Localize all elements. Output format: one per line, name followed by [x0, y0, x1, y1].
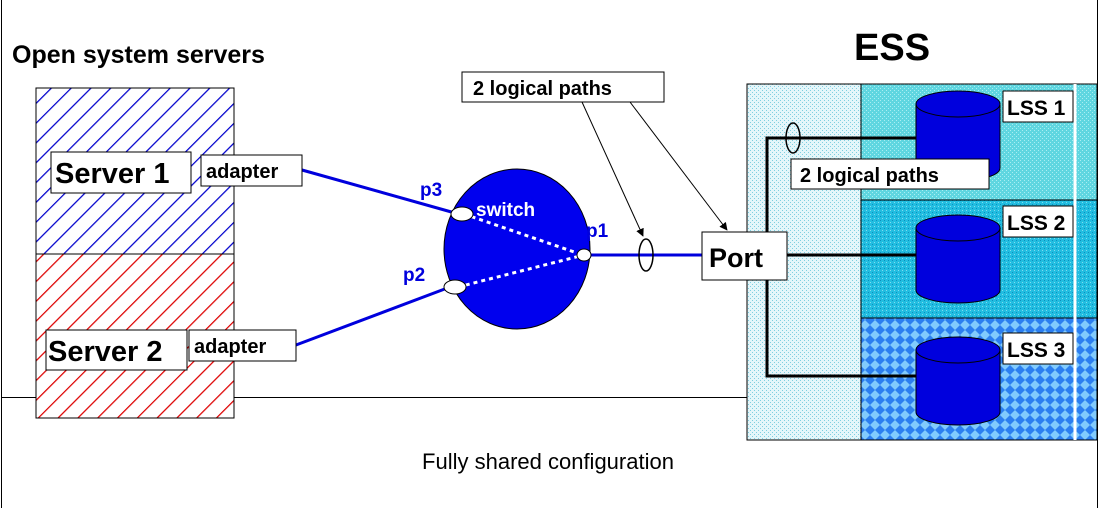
- server1-label: Server 1: [55, 158, 170, 190]
- callout-ess-text: 2 logical paths: [800, 165, 939, 187]
- callout-arrow-port: [629, 101, 728, 231]
- port-p2-label: p2: [403, 265, 425, 286]
- wire-lss1: [765, 136, 916, 255]
- lss3-disk-icon: [915, 336, 1001, 426]
- wire-lss3: [765, 255, 916, 378]
- lss2-label-box: [1002, 205, 1074, 238]
- bundle-marker-ess: [785, 122, 801, 154]
- port-p1-label: p1: [586, 221, 609, 242]
- server1-adapter-box: [200, 154, 303, 187]
- server2-label-box: [45, 329, 188, 371]
- switch-ellipse: [443, 168, 591, 330]
- lss1-label-box: [1002, 90, 1074, 123]
- figure-caption: Fully shared configuration: [422, 449, 674, 474]
- lss3-label: LSS 3: [1007, 339, 1065, 362]
- port-label: Port: [709, 243, 763, 273]
- bundle-marker-link: [638, 238, 654, 272]
- server2-label: Server 2: [48, 336, 163, 368]
- lss2-label: LSS 2: [1007, 212, 1065, 235]
- server1-label-box: [50, 151, 192, 194]
- switch-path-p2-p1: [457, 254, 581, 289]
- port-p3-marker: [450, 206, 474, 222]
- server2-adapter-box: [188, 329, 297, 362]
- callout-arrow-bundle: [581, 101, 644, 237]
- servers-heading: Open system servers: [12, 41, 265, 69]
- lss1-label: LSS 1: [1007, 97, 1066, 120]
- server2-adapter-label: adapter: [194, 336, 266, 358]
- lss2-disk-icon: [915, 214, 1001, 304]
- lss3-label-box: [1002, 332, 1074, 365]
- server1-adapter-label: adapter: [206, 161, 278, 183]
- callout-top-box: [461, 71, 665, 103]
- port-box: [701, 231, 788, 281]
- callout-ess-box: [790, 158, 990, 190]
- ess-heading: ESS: [854, 27, 930, 69]
- link-server2-switch: [295, 285, 451, 347]
- link-server1-switch: [301, 168, 456, 215]
- port-p3-label: p3: [420, 180, 442, 201]
- callout-top-text: 2 logical paths: [473, 78, 612, 100]
- port-p2-marker: [443, 279, 467, 295]
- switch-label: switch: [476, 200, 535, 221]
- port-p1-marker: [576, 248, 592, 262]
